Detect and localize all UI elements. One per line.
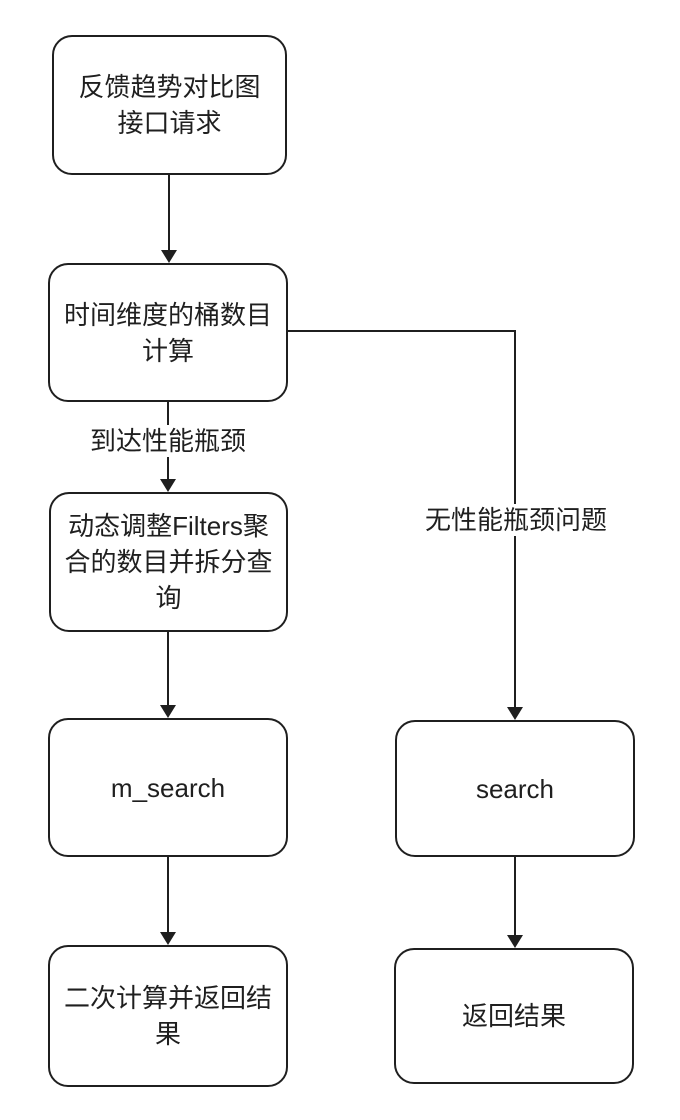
arrow-down-icon	[507, 707, 523, 720]
edge-msearch-to-secondary	[160, 857, 176, 945]
arrow-down-icon	[160, 932, 176, 945]
node-feedback-request: 反馈趋势对比图接口请求	[52, 35, 287, 175]
edge-request-to-bucket	[161, 175, 177, 263]
arrow-down-icon	[161, 250, 177, 263]
node-adjust-filters-label: 动态调整Filters聚合的数目并拆分查询	[64, 511, 273, 613]
node-return-result: 返回结果	[394, 948, 634, 1084]
edge-adjust-to-msearch	[160, 632, 176, 718]
node-bucket-calc-label: 时间维度的桶数目计算	[63, 299, 272, 366]
node-secondary-calc-label: 二次计算并返回结果	[63, 983, 272, 1049]
node-feedback-request-label: 反馈趋势对比图接口请求	[78, 72, 261, 138]
node-return-result-label: 返回结果	[461, 1001, 566, 1031]
node-m-search-label: m_search	[110, 772, 226, 803]
edge-label-no-bottleneck: 无性能瓶颈问题	[421, 504, 611, 536]
node-search-label: search	[475, 773, 555, 804]
arrow-down-icon	[160, 705, 176, 718]
edge-search-to-return	[507, 857, 523, 948]
edge-label-bottleneck: 到达性能瓶颈	[86, 425, 250, 457]
node-adjust-filters: 动态调整Filters聚合的数目并拆分查询	[49, 492, 288, 632]
edge-bucket-to-search	[288, 330, 523, 720]
node-search: search	[395, 720, 635, 857]
node-secondary-calc: 二次计算并返回结果	[48, 945, 288, 1087]
arrow-down-icon	[507, 935, 523, 948]
node-m-search: m_search	[48, 718, 288, 857]
arrow-down-icon	[160, 479, 176, 492]
node-bucket-calc: 时间维度的桶数目计算	[48, 263, 288, 402]
